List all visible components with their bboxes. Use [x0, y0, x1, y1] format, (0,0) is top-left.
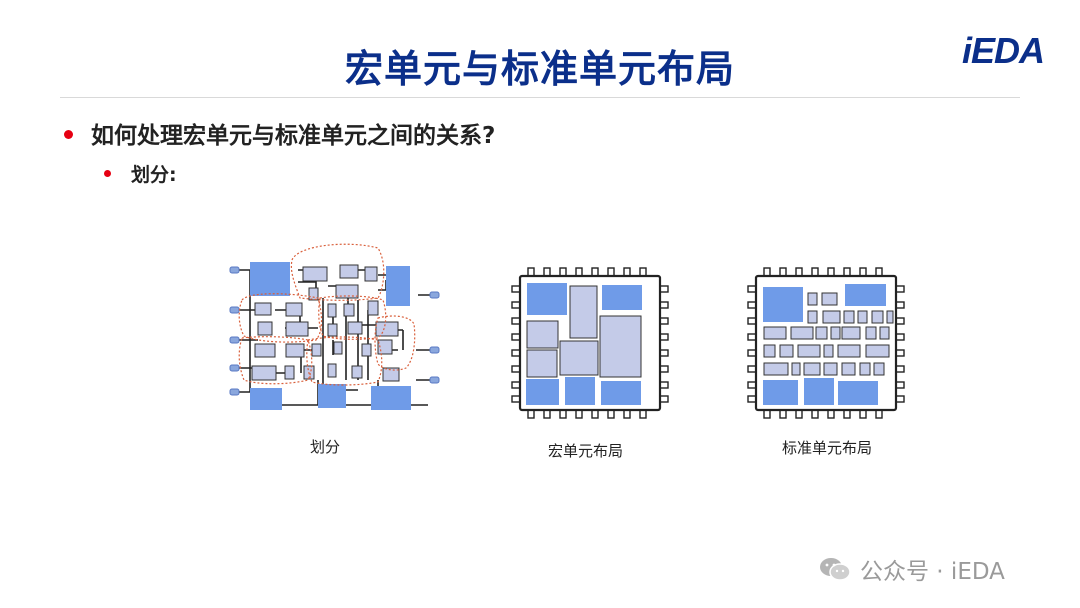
stdcell-placement-figure: [747, 267, 905, 419]
ieda-logo: iEDA: [962, 30, 1045, 71]
bullet-dot-icon: [64, 130, 73, 139]
partition-figure: [229, 243, 440, 410]
macro-placement-figure: [511, 267, 669, 419]
slide-title: 宏单元与标准单元布局: [344, 47, 735, 91]
bullet-level2: 划分:: [104, 160, 177, 187]
figure-caption-partition: 划分: [310, 438, 341, 456]
wechat-icon: [820, 558, 851, 581]
bullet-level2-text: 划分:: [131, 164, 177, 186]
bullet-level1-text: 如何处理宏单元与标准单元之间的关系?: [91, 123, 496, 149]
bullet-level1: 如何处理宏单元与标准单元之间的关系?: [64, 116, 495, 150]
figure-caption-macro-placement: 宏单元布局: [548, 442, 624, 460]
title-divider: [60, 97, 1020, 98]
bullet-dot-icon: [104, 170, 111, 177]
watermark: 公众号 · iEDA: [818, 552, 1005, 586]
watermark-text: 公众号 · iEDA: [860, 559, 1005, 585]
figure-caption-stdcell-placement: 标准单元布局: [782, 439, 873, 457]
